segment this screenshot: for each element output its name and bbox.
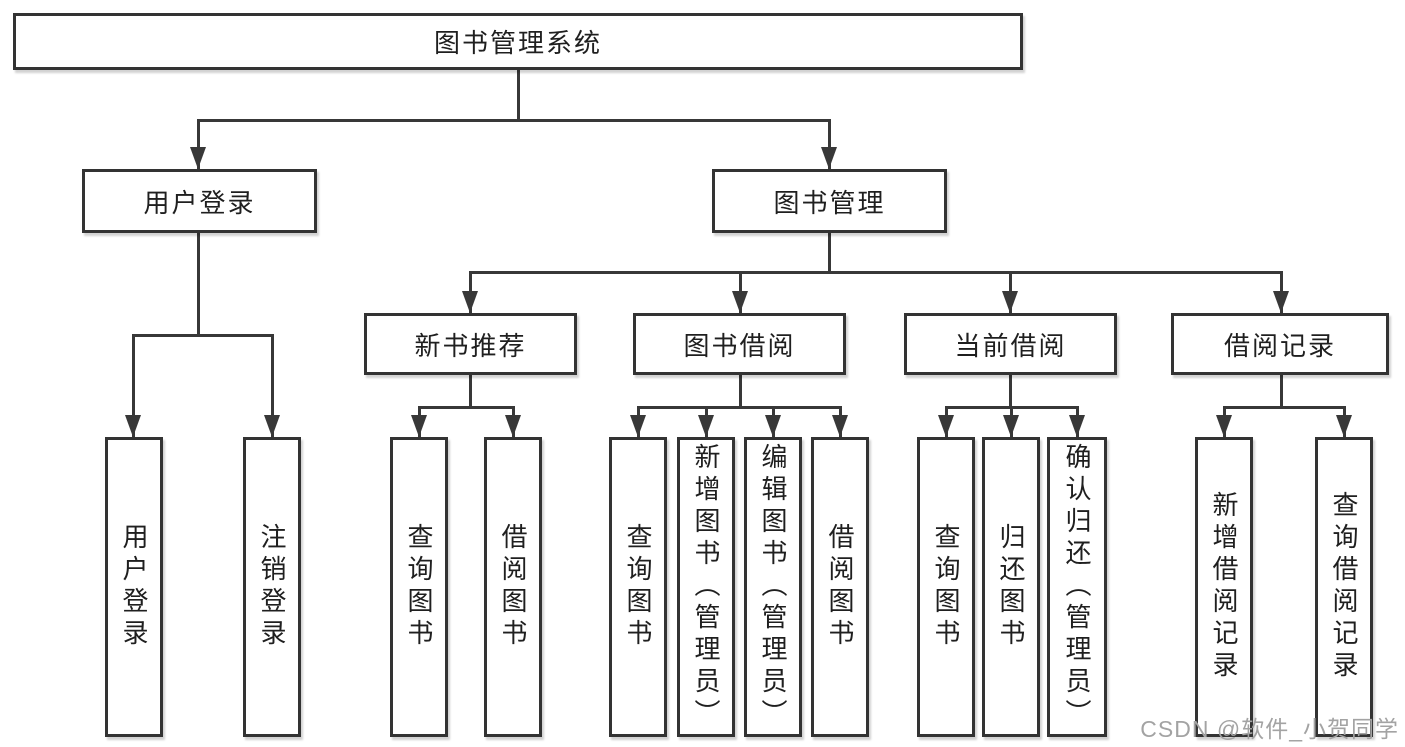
arrow-down-icon <box>1069 415 1085 437</box>
node-label: 借阅记录 <box>1223 330 1336 361</box>
arrow-down-icon <box>832 415 848 437</box>
arrow-down-icon <box>264 415 280 437</box>
connector-stem-login <box>132 334 135 437</box>
arrow-down-icon <box>630 415 646 437</box>
arrow-down-icon <box>462 291 478 313</box>
connector-level1-horizontal <box>197 119 831 122</box>
leaf-query-borrow-record: 查询借阅记录 <box>1315 437 1373 737</box>
leaf-label: 用户登录 <box>119 523 149 651</box>
node-label: 用户登录 <box>143 187 256 218</box>
leaf-query-books: 查询图书 <box>390 437 448 737</box>
leaf-label: 借阅图书 <box>498 523 528 651</box>
leaf-user-login: 用户登录 <box>105 437 163 737</box>
arrow-down-icon <box>1336 415 1352 437</box>
leaf-label: 新增借阅记录 <box>1209 491 1239 683</box>
connector-book-borrow-trunk <box>739 375 742 409</box>
connector-current-borrow-trunk <box>1009 375 1012 409</box>
node-root-system: 图书管理系统 <box>13 13 1023 70</box>
connector-borrow-records-horizontal <box>1223 406 1345 409</box>
leaf-query-books: 查询图书 <box>609 437 667 737</box>
connector-user-login-horizontal <box>132 334 274 337</box>
arrow-down-icon <box>125 415 141 437</box>
leaf-label: 注销登录 <box>257 523 287 651</box>
connector-new-book-trunk <box>469 375 472 409</box>
arrow-down-icon <box>938 415 954 437</box>
leaf-borrow-books: 借阅图书 <box>811 437 869 737</box>
node-label: 图书管理 <box>773 187 886 218</box>
node-label: 当前借阅 <box>954 330 1067 361</box>
node-label: 新书推荐 <box>414 330 527 361</box>
leaf-label: 查询借阅记录 <box>1329 491 1359 683</box>
arrow-down-icon <box>732 291 748 313</box>
leaf-label: 编辑图书（管理员） <box>758 443 788 731</box>
connector-stem-user-login <box>197 119 200 169</box>
leaf-add-borrow-record: 新增借阅记录 <box>1195 437 1253 737</box>
arrow-down-icon <box>190 147 206 169</box>
node-label: 图书管理系统 <box>433 28 602 58</box>
leaf-logout: 注销登录 <box>243 437 301 737</box>
node-book-management: 图书管理 <box>712 169 947 233</box>
arrow-down-icon <box>821 147 837 169</box>
watermark-text: CSDN @软件_小贺同学 <box>1140 716 1399 742</box>
connector-user-login-trunk <box>197 233 200 337</box>
arrow-down-icon <box>698 415 714 437</box>
leaf-query-books: 查询图书 <box>917 437 975 737</box>
leaf-label: 新增图书（管理员） <box>691 443 721 731</box>
leaf-add-books-admin: 新增图书（管理员） <box>677 437 735 737</box>
leaf-edit-books-admin: 编辑图书（管理员） <box>744 437 802 737</box>
arrow-down-icon <box>1216 415 1232 437</box>
node-borrow-records: 借阅记录 <box>1171 313 1389 375</box>
node-user-login: 用户登录 <box>82 169 317 233</box>
leaf-label: 借阅图书 <box>825 523 855 651</box>
connector-root-trunk <box>517 70 520 121</box>
connector-level3-horizontal <box>469 271 1282 274</box>
leaf-label: 查询图书 <box>404 523 434 651</box>
arrow-down-icon <box>1003 415 1019 437</box>
connector-book-management-trunk <box>828 233 831 273</box>
connector-new-book-horizontal <box>418 406 514 409</box>
leaf-confirm-return-admin: 确认归还（管理员） <box>1047 437 1107 737</box>
arrow-down-icon <box>505 415 521 437</box>
leaf-label: 确认归还（管理员） <box>1062 443 1092 731</box>
connector-borrow-records-trunk <box>1280 375 1283 409</box>
node-new-book-recommend: 新书推荐 <box>364 313 577 375</box>
connector-stem-logout <box>271 334 274 437</box>
arrow-down-icon <box>1002 291 1018 313</box>
leaf-label: 查询图书 <box>623 523 653 651</box>
arrow-down-icon <box>411 415 427 437</box>
node-current-borrow: 当前借阅 <box>904 313 1117 375</box>
node-label: 图书借阅 <box>683 330 796 361</box>
leaf-return-books: 归还图书 <box>982 437 1040 737</box>
arrow-down-icon <box>1273 291 1289 313</box>
arrow-down-icon <box>765 415 781 437</box>
connector-stem-book-management <box>828 119 831 169</box>
node-book-borrow: 图书借阅 <box>633 313 846 375</box>
leaf-label: 归还图书 <box>996 523 1026 651</box>
leaf-label: 查询图书 <box>931 523 961 651</box>
leaf-borrow-books: 借阅图书 <box>484 437 542 737</box>
connector-book-borrow-horizontal <box>637 406 841 409</box>
